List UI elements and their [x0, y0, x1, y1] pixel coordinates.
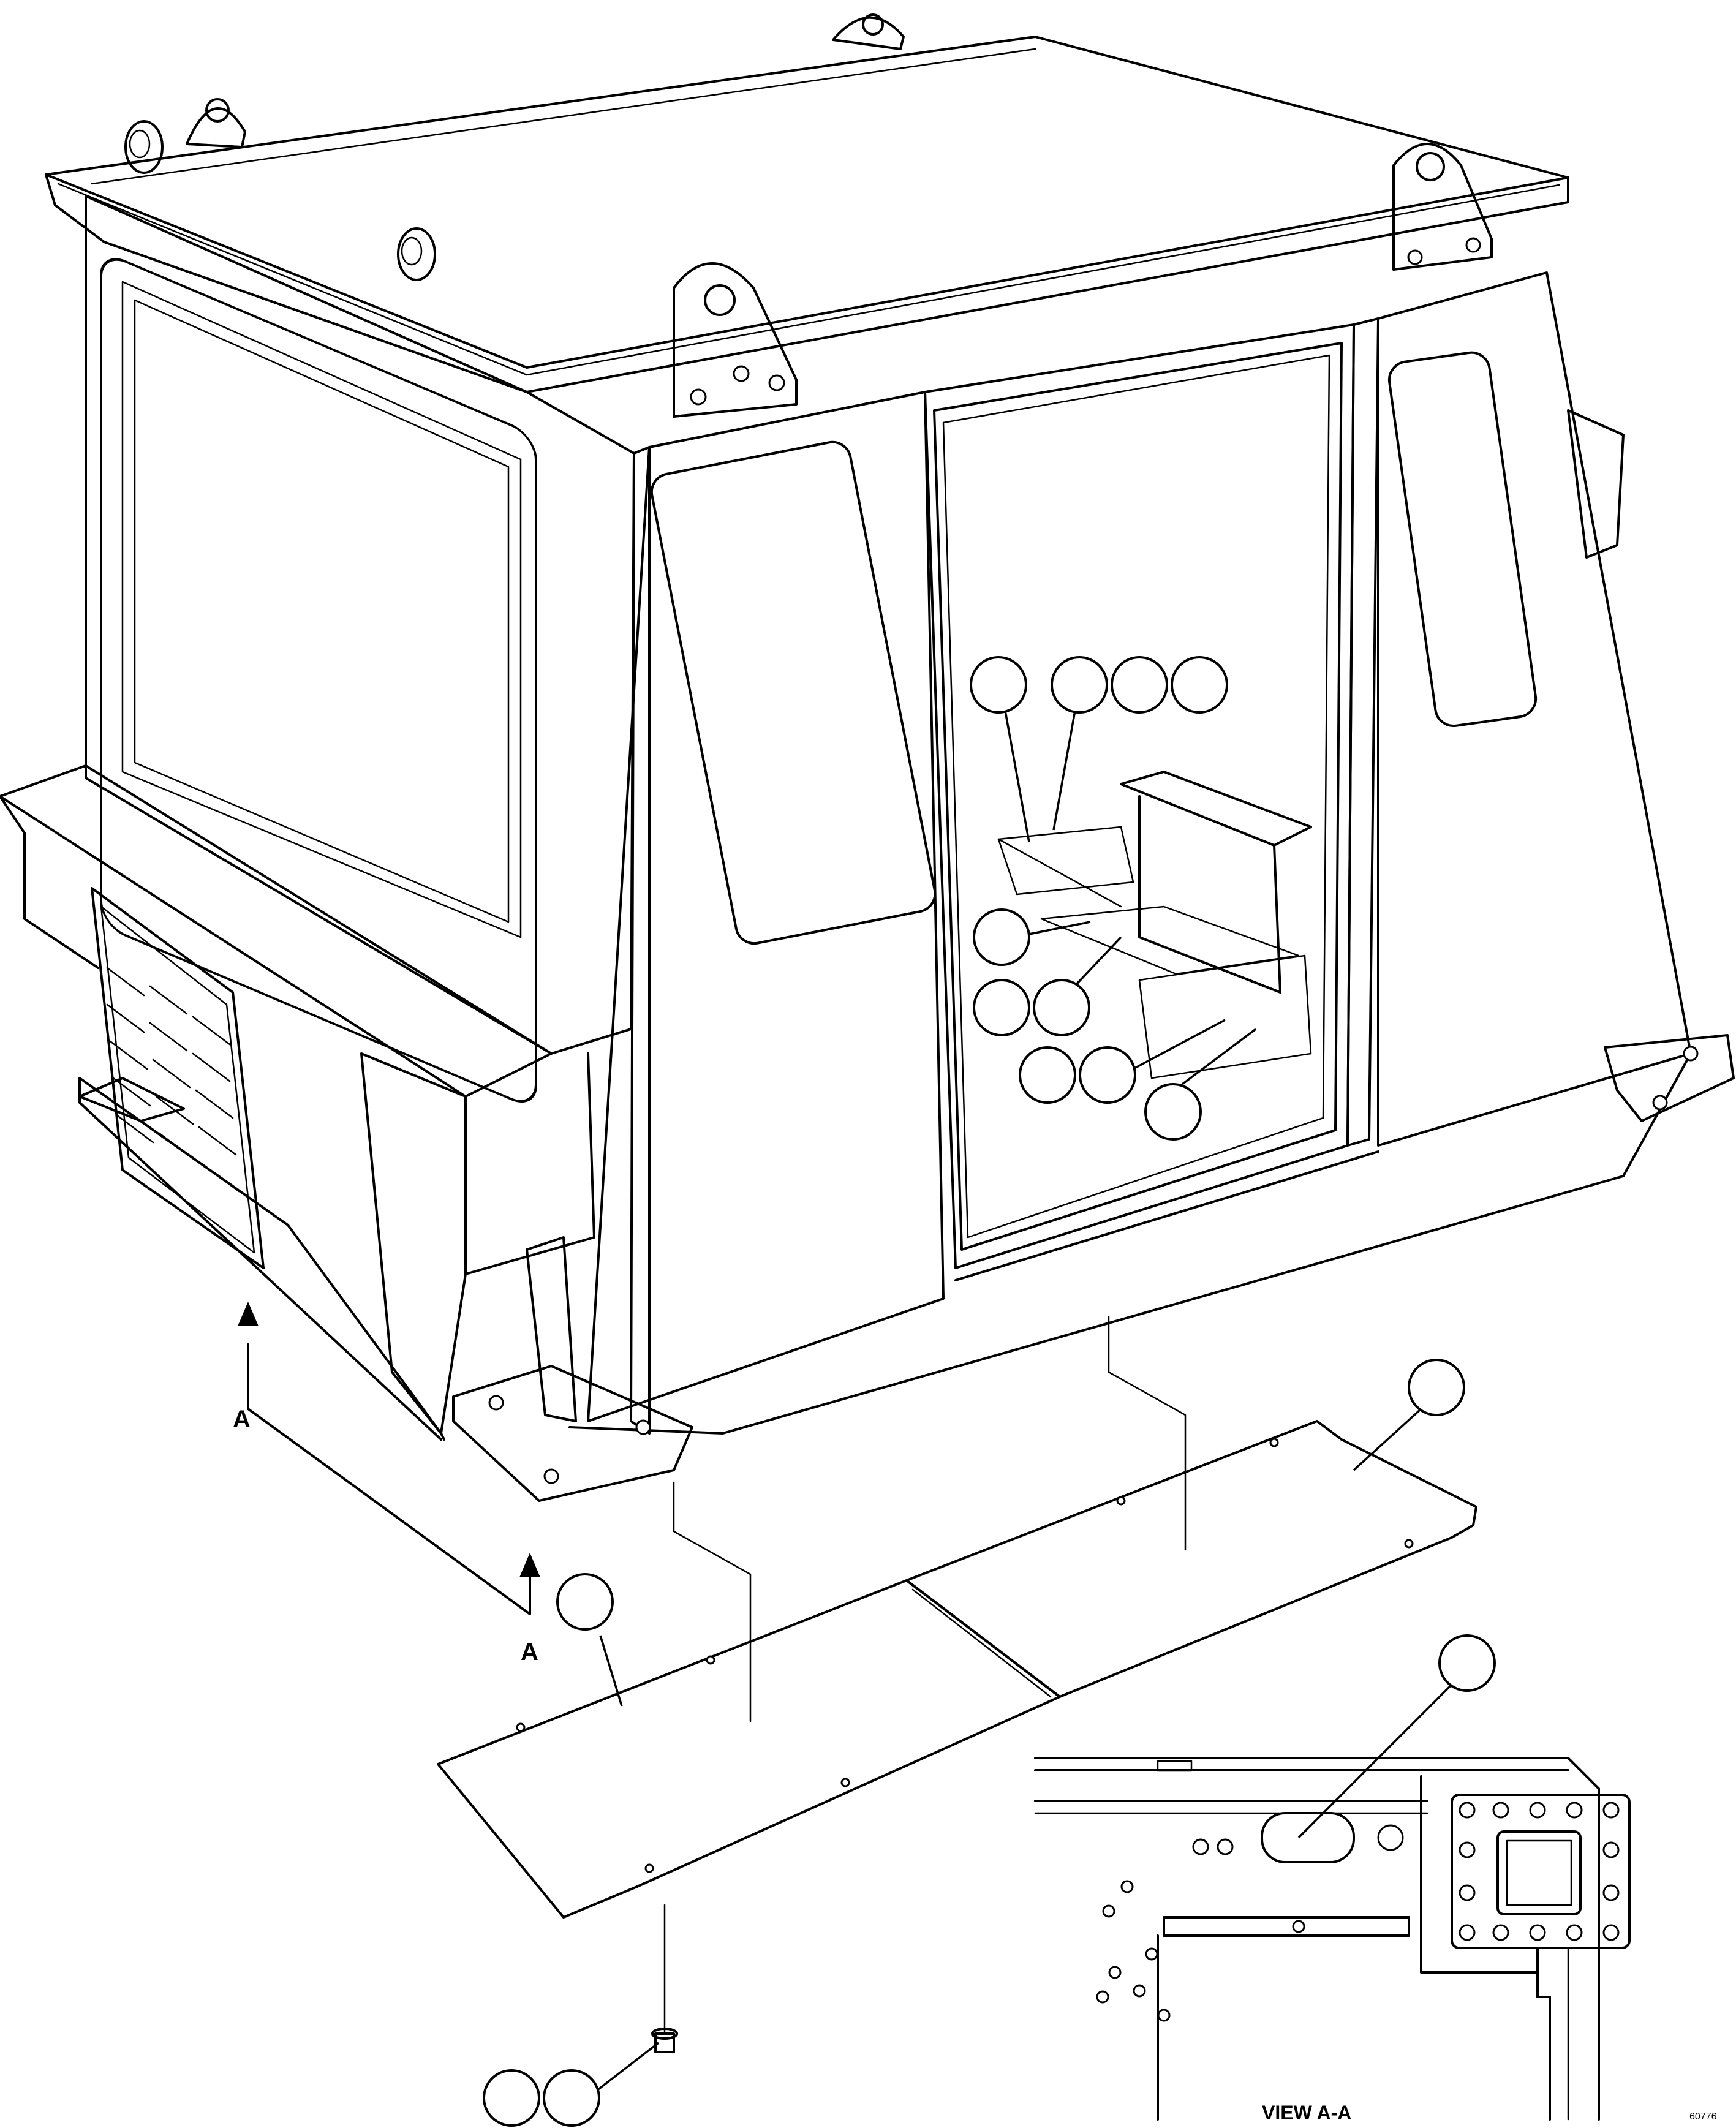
floor-plate-front	[437, 1579, 1061, 1919]
cab-front-post	[526, 446, 651, 1435]
mounting-foot-rear-right	[1604, 1034, 1735, 1122]
cab-left-wall	[85, 195, 635, 1103]
callout-balloon	[973, 908, 1030, 966]
callout-group-door	[970, 656, 1257, 1141]
callout-balloon	[1144, 1083, 1202, 1141]
plate-joint	[905, 1579, 1061, 1698]
callout-balloon	[1171, 656, 1228, 714]
section-letter-lower: A	[521, 1639, 538, 1666]
callout-group-plates	[483, 1359, 1496, 2127]
cab-rear-right-wall	[1377, 271, 1692, 1147]
callout-balloon	[1438, 1634, 1496, 1692]
callout-balloon	[1408, 1359, 1465, 1416]
mounting-flange	[1451, 1794, 1631, 1949]
section-letter-upper: A	[233, 1406, 251, 1433]
cab-roof	[45, 36, 1569, 393]
cab-left-lower-panel	[78, 1052, 467, 1441]
mounting-foot-front-left	[452, 1365, 693, 1502]
callout-balloon	[483, 2069, 540, 2127]
section-line-a-a: A A	[233, 1302, 540, 1666]
mounting-foot-rear-left	[78, 1077, 185, 1122]
louvre-grille	[91, 887, 265, 1269]
roof-lamp-left	[124, 120, 164, 174]
callout-balloon	[1111, 656, 1168, 714]
view-a-a-label: VIEW A-A	[1262, 2102, 1351, 2124]
roof-lamp-center	[397, 227, 436, 281]
cab-right-pillar	[1346, 317, 1379, 1147]
plate-screw	[651, 1904, 678, 2053]
view-a-a-detail: VIEW A-A	[1034, 1757, 1631, 2124]
callout-balloon	[1033, 979, 1090, 1036]
drawing-number: 60776	[1689, 2111, 1717, 2122]
floor-plate-rear	[905, 1420, 1477, 1698]
section-arrow-lower	[519, 1553, 540, 1577]
section-arrow-upper	[238, 1302, 259, 1326]
detail-small-holes	[1096, 1880, 1305, 2022]
callout-balloon	[970, 656, 1027, 714]
interior-console	[997, 771, 1312, 1079]
cab-left-ledge	[0, 764, 595, 1275]
lifting-lug-front-right	[673, 262, 798, 418]
louvre-slats	[106, 967, 240, 1193]
callout-balloon	[556, 1573, 614, 1631]
callout-balloon	[1079, 1046, 1136, 1104]
access-slot	[1192, 1812, 1404, 1863]
cab-base	[568, 1052, 1692, 1435]
cab-door-panel	[587, 391, 945, 1422]
callout-balloon	[973, 979, 1030, 1036]
assembly-centerlines	[673, 1316, 1187, 1722]
lifting-lug-rear-right	[1392, 143, 1493, 271]
lifting-lug-rear-left	[186, 98, 246, 148]
callout-balloon	[1051, 656, 1108, 714]
callout-balloon	[543, 2069, 600, 2127]
callout-balloon	[1019, 1046, 1076, 1104]
lifting-lug-rear-center	[832, 13, 905, 50]
